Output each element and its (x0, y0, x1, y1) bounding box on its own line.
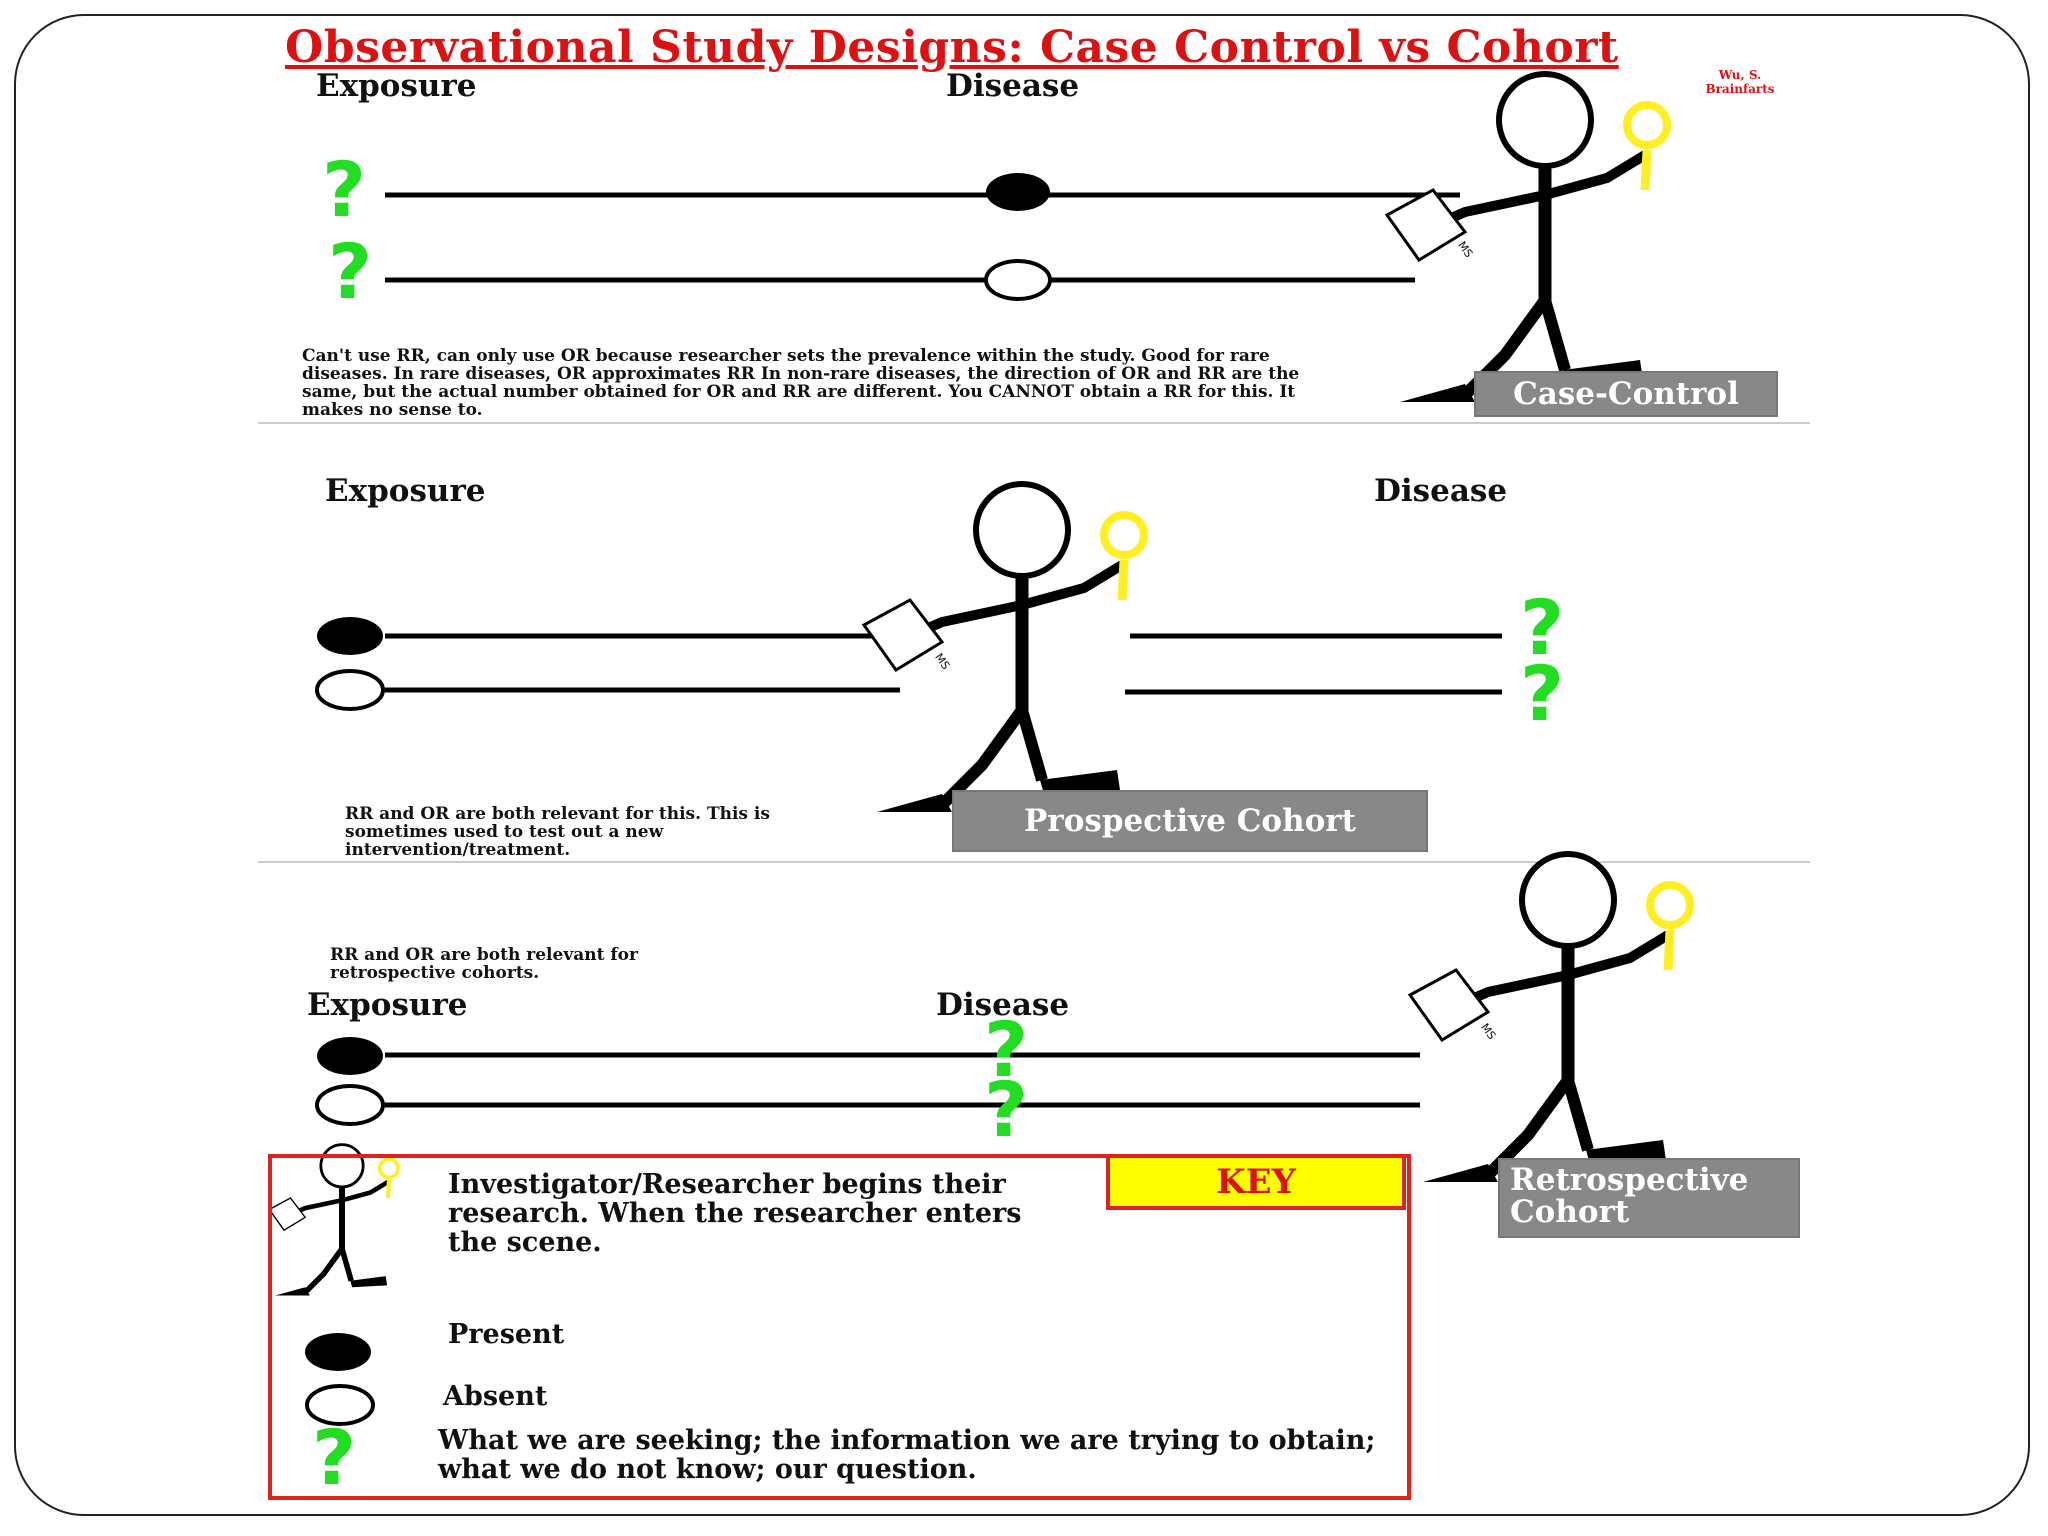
hollow-circle-icon (984, 259, 1052, 301)
legend-researcher-text: Investigator/Researcher begins their res… (448, 1169, 1022, 1258)
pc-exposure-label: Exposure (325, 473, 486, 509)
legend-box (268, 1154, 1411, 1500)
legend-present-text: Present (448, 1319, 565, 1350)
question-mark-icon: ? (322, 145, 367, 234)
legend-absent-text: Absent (443, 1381, 548, 1412)
question-mark-icon: ? (328, 227, 373, 316)
prospective-cohort-label: Prospective Cohort (952, 790, 1428, 852)
hollow-circle-icon (305, 1384, 375, 1426)
author-credit: Wu, S. Brainfarts (1705, 68, 1775, 96)
question-mark-icon: ? (1520, 649, 1565, 738)
case-control-label: Case-Control (1474, 371, 1778, 417)
retrospective-cohort-label: Retrospective Cohort (1498, 1158, 1800, 1238)
question-mark-icon: ? (984, 1065, 1029, 1154)
hollow-circle-icon (315, 669, 385, 711)
page-title: Observational Study Designs: Case Contro… (285, 22, 1619, 73)
stick-figure-researcher-icon (1410, 854, 1690, 1182)
legend-question-text: What we are seeking; the information we … (438, 1425, 1376, 1485)
legend-tag: KEY (1106, 1154, 1406, 1210)
question-mark-icon: ? (312, 1413, 357, 1502)
pc-disease-label: Disease (1374, 473, 1508, 509)
slide-frame (14, 14, 2030, 1516)
cc-exposure-label: Exposure (316, 68, 477, 104)
rc-note: RR and OR are both relevant for retrospe… (330, 945, 638, 983)
cc-note: Can't use RR, can only use OR because re… (302, 346, 1300, 420)
filled-circle-icon (317, 1037, 383, 1075)
stick-figure-researcher-icon (864, 484, 1144, 812)
filled-circle-icon (305, 1333, 371, 1371)
pc-note: RR and OR are both relevant for this. Th… (345, 804, 770, 860)
hollow-circle-icon (315, 1084, 385, 1126)
question-mark-icon: ? (1520, 583, 1565, 672)
filled-circle-icon (986, 173, 1050, 211)
filled-circle-icon (317, 617, 383, 655)
question-mark-icon: ? (984, 1005, 1029, 1094)
rc-exposure-label: Exposure (307, 987, 468, 1023)
stick-figure-researcher-icon (1387, 74, 1667, 402)
cc-disease-label: Disease (946, 68, 1080, 104)
rc-disease-label: Disease (936, 987, 1070, 1023)
